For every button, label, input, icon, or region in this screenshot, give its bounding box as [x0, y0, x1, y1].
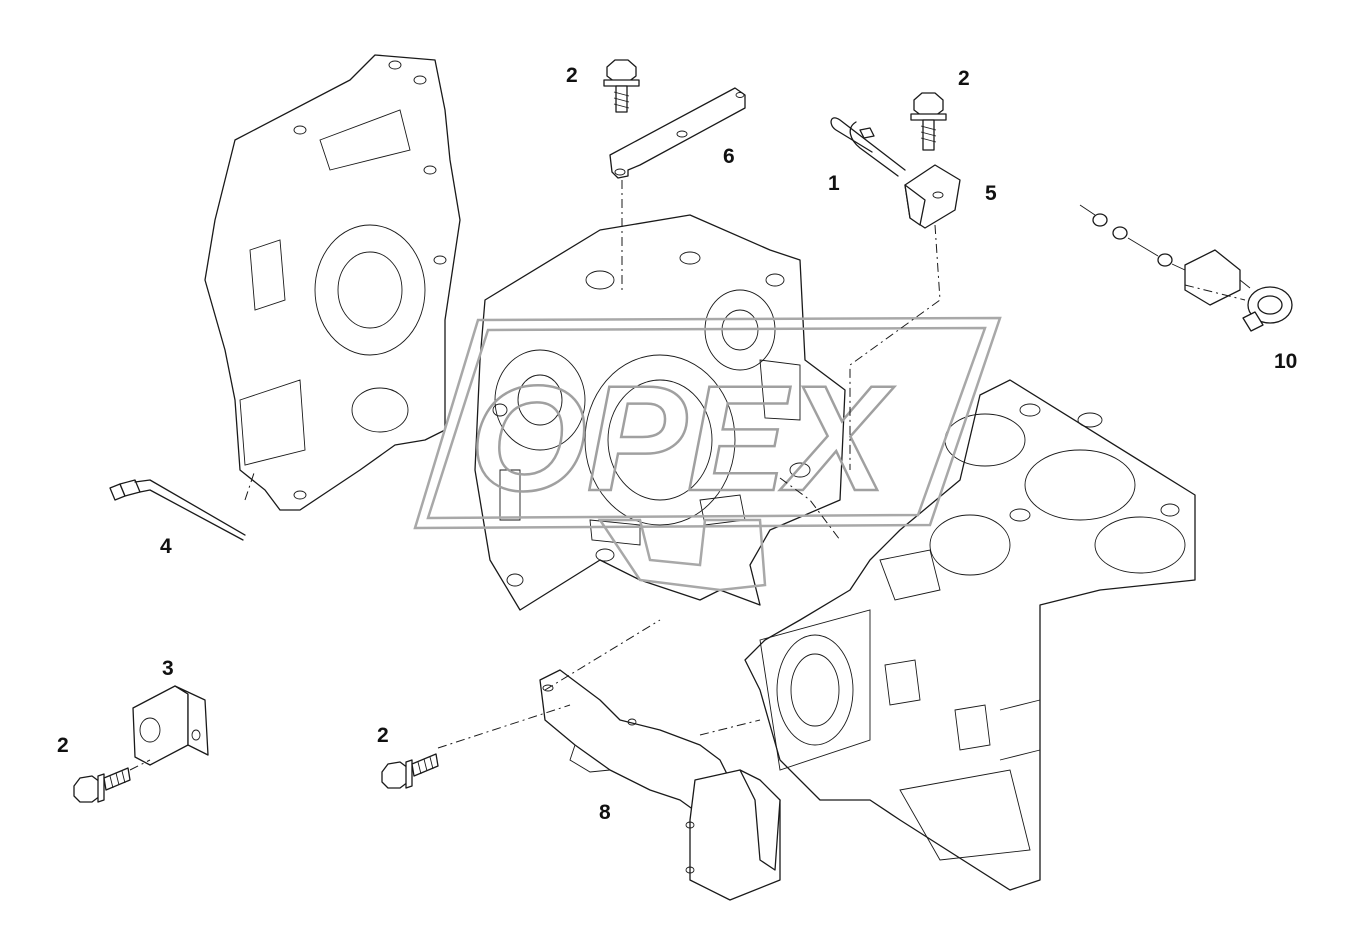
- bolt-2a: [603, 59, 640, 113]
- watermark-logo: OPEX: [413, 316, 1002, 592]
- sensor-assembly-10: [1079, 204, 1293, 332]
- bracket-3: [132, 685, 209, 766]
- bracket-6: [609, 87, 746, 179]
- callout-1: 1: [828, 172, 840, 195]
- callout-labels: 2 2 6 1 5 10 4 3 2 2 8: [57, 64, 1297, 824]
- callout-8: 8: [599, 801, 611, 824]
- watermark-text: OPEX: [470, 354, 895, 522]
- bolt-2b: [910, 92, 947, 151]
- callout-2-left: 2: [57, 734, 69, 757]
- assembly-lines: [129, 180, 1246, 771]
- rear-plate: [204, 54, 461, 511]
- bracket-8: [539, 669, 781, 901]
- clip-1: [830, 117, 906, 177]
- callout-2-bottom: 2: [377, 724, 389, 747]
- bolt-2c: [73, 767, 131, 803]
- callout-2-top: 2: [566, 64, 578, 87]
- engine-block: [744, 379, 1196, 891]
- sensor-lead-4: [109, 479, 246, 541]
- callout-4: 4: [160, 535, 172, 558]
- callout-5: 5: [985, 182, 997, 205]
- bolt-2d: [381, 753, 439, 789]
- callout-2-right: 2: [958, 67, 970, 90]
- bracket-5: [904, 164, 961, 229]
- callout-6: 6: [723, 145, 735, 168]
- timing-case: [474, 214, 846, 611]
- callout-10: 10: [1274, 350, 1297, 373]
- callout-3: 3: [162, 657, 174, 680]
